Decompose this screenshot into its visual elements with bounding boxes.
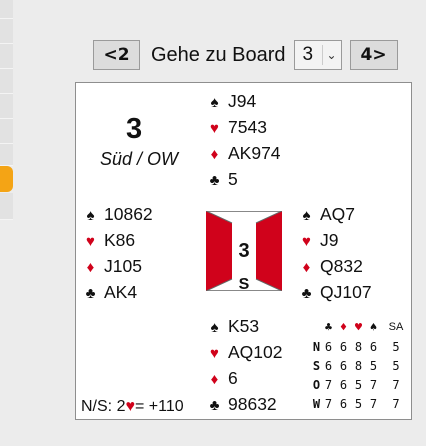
club-icon: ♣ (209, 172, 220, 189)
dd-direction: O (312, 378, 321, 392)
dd-direction: W (312, 397, 321, 411)
dd-value: 7 (324, 397, 333, 411)
dd-value: 6 (339, 359, 348, 373)
heart-icon: ♥ (86, 233, 95, 250)
table-diagonal (255, 278, 282, 291)
left-nav-rail (0, 0, 14, 446)
west-hearts: ♥K86 (82, 228, 153, 254)
dd-value: 7 (324, 378, 333, 392)
dd-direction: S (312, 359, 321, 373)
heart-icon: ♥ (302, 233, 311, 250)
rail-item[interactable] (0, 119, 13, 144)
heart-icon: ♥ (210, 120, 219, 137)
west-clubs: ♣AK4 (82, 280, 153, 306)
south-hearts: ♥AQ102 (206, 340, 282, 366)
table-board-number: 3 (238, 240, 249, 262)
dd-value: 5 (369, 359, 378, 373)
table-dealer-marker: S (239, 276, 250, 291)
dealer-vulnerability: Süd / OW (100, 149, 179, 169)
spade-icon: ♠ (210, 94, 219, 111)
dd-value: 8 (354, 359, 363, 373)
dd-header: ♣ (324, 320, 333, 334)
north-hearts: ♥7543 (206, 115, 281, 141)
dd-value: 5 (354, 397, 363, 411)
south-clubs: ♣98632 (206, 392, 282, 418)
dd-value: 7 (369, 378, 378, 392)
diamond-icon: ♦ (86, 259, 95, 276)
heart-icon: ♥ (210, 345, 219, 362)
west-hand: ♠10862 ♥K86 ♦J105 ♣AK4 (82, 202, 153, 306)
south-hand: ♠K53 ♥AQ102 ♦6 ♣98632 (206, 314, 283, 418)
table-diagonal (206, 278, 233, 291)
rail-item[interactable] (0, 44, 13, 69)
prev-board-button[interactable]: <2 (93, 40, 140, 70)
diamond-icon: ♦ (210, 146, 219, 163)
board-number: 3 (126, 113, 143, 145)
dd-value: 7 (392, 378, 400, 392)
north-spades: ♠J94 (206, 89, 281, 115)
diamond-icon: ♦ (210, 371, 219, 388)
vul-west-marker (206, 211, 232, 291)
board-navigation: <2 Gehe zu Board 3 ⌄ 4> (93, 40, 398, 70)
rail-item[interactable] (0, 0, 13, 19)
dd-value: 5 (392, 359, 400, 373)
dd-direction: N (312, 340, 321, 354)
spade-icon: ♠ (86, 207, 95, 224)
rail-item[interactable] (0, 144, 13, 166)
dd-value: 7 (392, 397, 400, 411)
north-hand: ♠J94 ♥7543 ♦AK974 ♣5 (206, 89, 281, 193)
rail-item[interactable] (0, 94, 13, 119)
south-diamonds: ♦6 (206, 366, 282, 392)
east-clubs: ♣QJ107 (298, 280, 372, 306)
spade-icon: ♠ (210, 319, 219, 336)
dd-value: 7 (369, 397, 378, 411)
chevron-down-icon: ⌄ (322, 45, 337, 65)
south-spades: ♠K53 (206, 314, 282, 340)
spade-icon: ♠ (302, 207, 311, 224)
table-diagonal (255, 211, 282, 224)
east-diamonds: ♦Q832 (298, 254, 372, 280)
dd-value: 6 (339, 340, 348, 354)
rail-item[interactable] (0, 193, 13, 220)
table-compass: 3 S (206, 211, 282, 291)
east-spades: ♠AQ7 (298, 202, 372, 228)
club-icon: ♣ (301, 285, 312, 302)
east-hearts: ♥J9 (298, 228, 372, 254)
north-diamonds: ♦AK974 (206, 141, 281, 167)
east-hand: ♠AQ7 ♥J9 ♦Q832 ♣QJ107 (298, 202, 372, 306)
rail-item[interactable] (0, 69, 13, 94)
club-icon: ♣ (209, 397, 220, 414)
dd-value: 6 (369, 340, 378, 354)
dd-header: ♦ (339, 320, 348, 334)
diamond-icon: ♦ (302, 259, 311, 276)
dd-value: 5 (354, 378, 363, 392)
dd-value: 5 (392, 340, 400, 354)
board-select-value: 3 (302, 44, 314, 65)
club-icon: ♣ (85, 285, 96, 302)
dd-value: 8 (354, 340, 363, 354)
dd-value: 6 (324, 359, 333, 373)
west-diamonds: ♦J105 (82, 254, 153, 280)
dd-header: ♥ (354, 320, 363, 334)
goto-board-label: Gehe zu Board (151, 43, 286, 66)
heart-icon: ♥ (125, 398, 135, 415)
dd-header: SA (388, 321, 404, 333)
dd-header: ♠ (369, 320, 378, 334)
vul-east-marker (256, 211, 282, 291)
north-clubs: ♣5 (206, 167, 281, 193)
dd-value: 6 (339, 378, 348, 392)
rail-item-active[interactable] (0, 166, 13, 192)
west-spades: ♠10862 (82, 202, 153, 228)
next-board-button[interactable]: 4> (349, 40, 398, 70)
dd-value: 6 (324, 340, 333, 354)
dd-value: 6 (339, 397, 348, 411)
table-diagonal (206, 211, 233, 224)
board-select[interactable]: 3 ⌄ (293, 40, 342, 70)
rail-item[interactable] (0, 19, 13, 44)
contract-result: N/S: 2♥= +110 (81, 398, 184, 415)
